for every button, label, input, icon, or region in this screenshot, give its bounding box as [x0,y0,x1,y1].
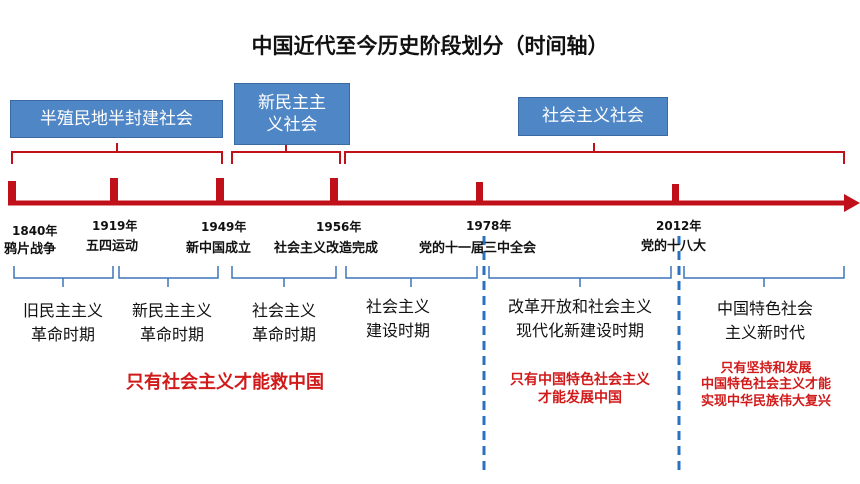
slogan-develop-china: 只有中国特色社会主义 才能发展中国 [490,372,670,407]
tick-1978 [476,182,483,203]
event-18th-congress: 党的十八大 [641,239,707,254]
event-third-plenum: 党的十一届三中全会 [419,241,537,256]
event-prc-founding: 新中国成立 [186,241,252,256]
tick-1840 [8,181,16,203]
society-box-semi-colonial: 半殖民地半封建社会 [10,100,223,138]
period-line2: 革命时期 [30,325,95,344]
event-may-fourth: 五四运动 [86,239,139,254]
period-old-democratic-revolution: 旧民主主义 革命时期 [4,299,122,347]
period-line2: 革命时期 [139,325,204,344]
slogan-socialism-saves-china: 只有社会主义才能救中国 [126,372,324,393]
period-socialist-revolution: 社会主义 革命时期 [232,299,336,347]
period-line1: 旧民主主义 [22,301,103,320]
slogan-line1: 只有中国特色社会主义 [510,372,650,388]
period-line2: 主义新时代 [724,323,805,342]
period-new-democratic-revolution: 新民主主义 革命时期 [112,299,232,347]
society-box-label: 社会主义社会 [542,106,644,127]
slogan-line2: 中国特色社会主义才能 [700,377,831,393]
bottom-bracket-new-era [683,266,845,287]
top-bracket-new-democratic [231,143,341,164]
tick-1949 [216,178,224,203]
society-box-label: 半殖民地半封建社会 [40,108,193,129]
tick-2012 [672,184,679,203]
page-title: 中国近代至今历史阶段划分（时间轴） [251,34,609,58]
timeline-arrowhead [844,194,860,212]
bottom-bracket-reform [488,266,672,287]
year-1978: 1978年 [466,219,512,233]
year-1956: 1956年 [316,220,362,234]
society-box-label-line2: 义社会 [266,115,318,135]
year-1949: 1949年 [201,220,247,234]
slogan-line3: 实现中华民族伟大复兴 [700,393,831,409]
year-1840: 1840年 [12,224,58,238]
period-new-era: 中国特色社会 主义新时代 [690,297,840,345]
event-opium-war: 鸦片战争 [4,242,57,257]
period-line2: 革命时期 [251,325,316,344]
event-socialist-transformation: 社会主义改造完成 [274,241,379,256]
bottom-bracket-socialist-construction [345,266,478,287]
society-box-new-democratic: 新民主主 义社会 [234,83,350,145]
slogan-national-rejuvenation: 只有坚持和发展 中国特色社会主义才能 实现中华民族伟大复兴 [686,361,846,410]
period-line2: 现代化新建设时期 [515,321,644,340]
period-line1: 社会主义 [365,297,430,316]
slogan-line1: 只有坚持和发展 [720,361,812,376]
period-line2: 建设时期 [365,321,430,340]
period-line1: 改革开放和社会主义 [507,297,652,316]
period-line1: 新民主主义 [131,301,212,320]
tick-1956 [330,178,338,203]
period-reform-opening: 改革开放和社会主义 现代化新建设时期 [488,295,672,343]
period-line1: 中国特色社会 [716,299,813,318]
year-2012: 2012年 [656,219,702,233]
top-bracket-semi-colonial [11,143,223,164]
tick-1919 [110,178,118,203]
slogan-line2: 才能发展中国 [538,389,622,406]
society-box-label-line1: 新民主主 [258,92,326,113]
top-bracket-socialist [344,143,845,164]
bottom-bracket-old-democratic [13,266,114,287]
year-1919: 1919年 [92,219,138,233]
bottom-bracket-socialist-revolution [231,266,337,287]
society-box-socialist: 社会主义社会 [518,97,668,136]
period-line1: 社会主义 [251,301,316,320]
bottom-bracket-new-democratic [118,266,219,287]
period-socialist-construction: 社会主义 建设时期 [346,295,450,343]
